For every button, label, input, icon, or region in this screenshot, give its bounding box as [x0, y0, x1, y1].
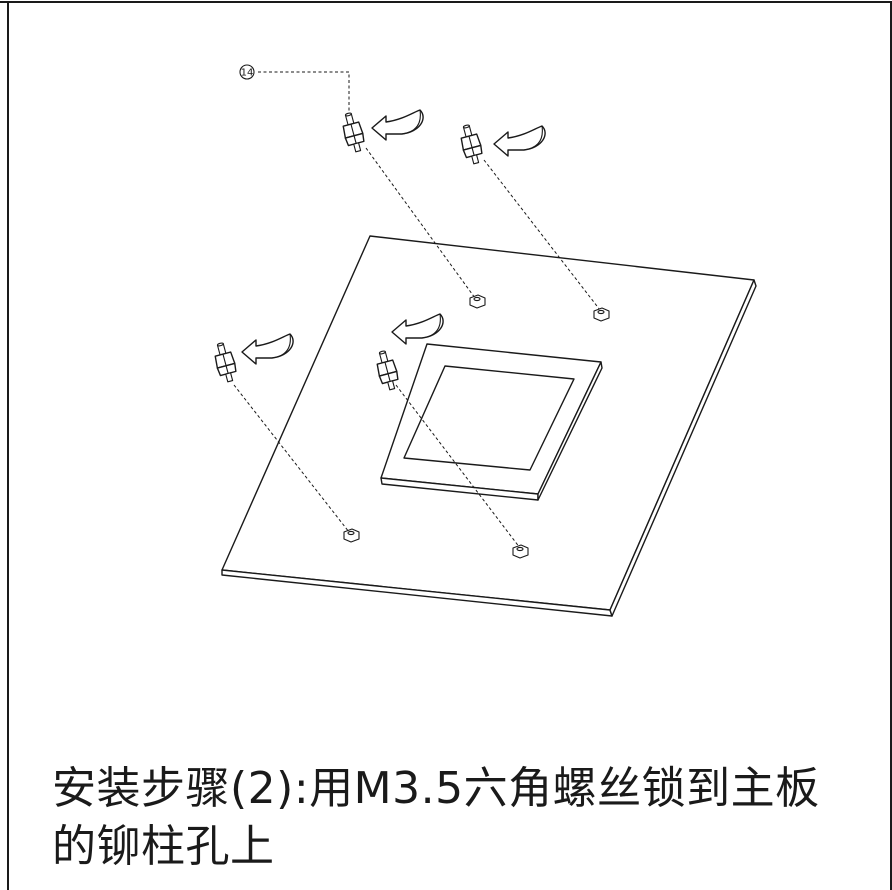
cpu-socket [380, 343, 603, 501]
hex-standoff-screw [214, 342, 237, 383]
rivet-hole [593, 307, 610, 322]
rotation-arrow-icon [391, 313, 444, 345]
rotation-arrow-icon [493, 125, 546, 157]
part-callout-balloon: 14 [239, 64, 255, 80]
rivet-hole [343, 528, 360, 543]
hex-standoff-screw [376, 350, 399, 391]
part-number-label: 14 [241, 68, 254, 79]
rotation-arrow-icon [241, 333, 294, 365]
rotation-arrow-icon [371, 109, 424, 141]
guide-lines [233, 71, 601, 549]
hex-standoff-screw [342, 112, 365, 153]
hex-standoff-screw [460, 124, 483, 165]
motherboard [221, 235, 757, 617]
rivet-hole [469, 294, 486, 309]
instruction-caption: 安装步骤(2):用M3.5六角螺丝锁到主板 的铆柱孔上 [52, 760, 872, 876]
caption-line-2: 的铆柱孔上 [52, 821, 275, 872]
rivet-hole [512, 544, 529, 559]
caption-line-1: 安装步骤(2):用M3.5六角螺丝锁到主板 [52, 763, 820, 814]
